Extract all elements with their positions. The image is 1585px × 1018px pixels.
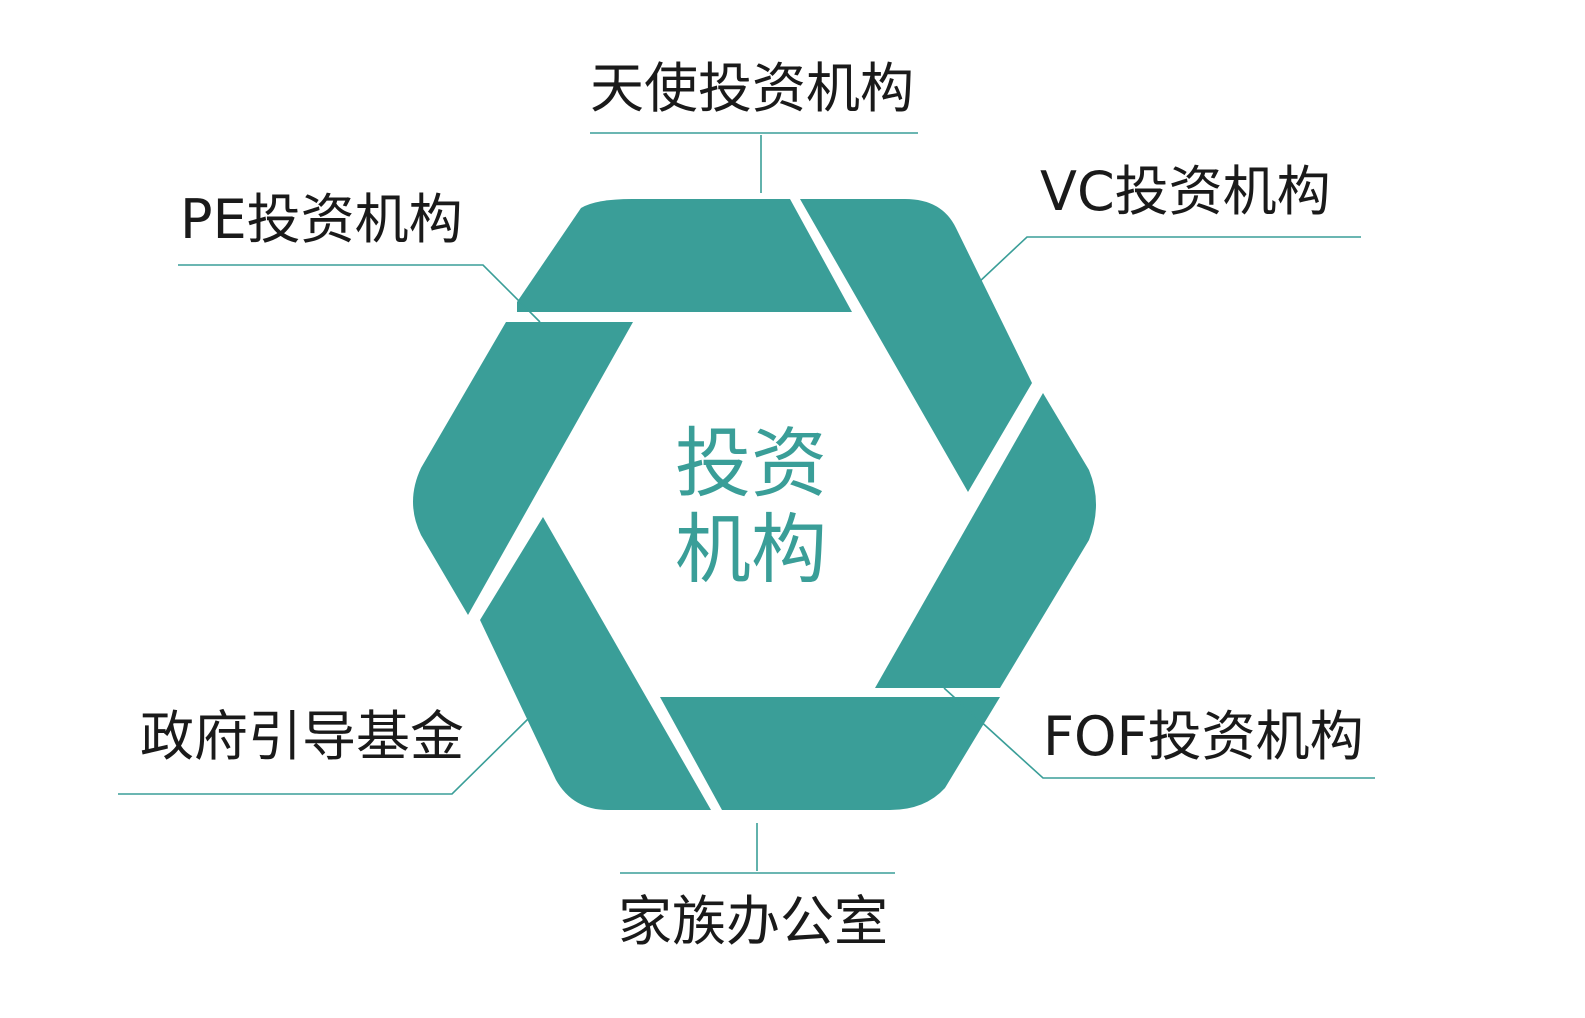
segment-top (517, 199, 852, 312)
center-title-line-2: 机构 (675, 505, 827, 594)
label-government-guidance-fund: 政府引导基金 (140, 705, 464, 768)
segment-bottom (660, 697, 1000, 810)
leader-line-top-right (977, 236, 1361, 284)
label-vc-investors: VC投资机构 (1040, 160, 1331, 223)
leader-line-bottom-right (943, 687, 1375, 779)
leader-line-top-left (178, 264, 541, 323)
label-family-office: 家族办公室 (618, 890, 888, 953)
segment-bottom-left (480, 517, 711, 810)
segment-bottom-right (875, 393, 1096, 688)
hexagon-segments (413, 199, 1096, 810)
label-fof-investors: FOF投资机构 (1043, 705, 1364, 768)
center-title-line-1: 投资 (675, 419, 827, 508)
label-angel-investors: 天使投资机构 (590, 57, 914, 120)
label-pe-investors: PE投资机构 (180, 188, 463, 251)
segment-top-left (413, 322, 633, 615)
segment-top-right (800, 199, 1032, 492)
leader-lines (118, 132, 1375, 874)
leader-line-bottom-left (118, 716, 531, 795)
